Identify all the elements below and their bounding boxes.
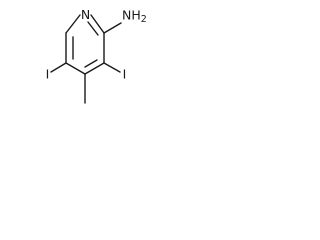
iodine-3-label: I (123, 67, 127, 82)
chemical-structure: N NH2 I I (46, 7, 147, 104)
amine-label: NH2 (122, 7, 147, 25)
bond-n1-c2 (90, 14, 105, 34)
bond-c3-iodine (103, 62, 121, 73)
bond-c3-c4 (84, 62, 105, 75)
bond-c3-c4-double (84, 59, 98, 68)
ring-nitrogen-label: N (81, 7, 90, 22)
bond-c2-amine (103, 22, 122, 34)
amine-subscript: 2 (141, 14, 147, 25)
atom-labels: N NH2 I I (46, 7, 147, 82)
iodine-5-label: I (46, 67, 50, 82)
amine-group-text: NH (122, 7, 141, 22)
bond-n1-c2-double (87, 21, 99, 36)
bonds (50, 14, 122, 104)
bond-c6-n1 (65, 14, 81, 34)
bond-c4-c5 (65, 62, 86, 75)
bond-c5-iodine (50, 62, 67, 73)
